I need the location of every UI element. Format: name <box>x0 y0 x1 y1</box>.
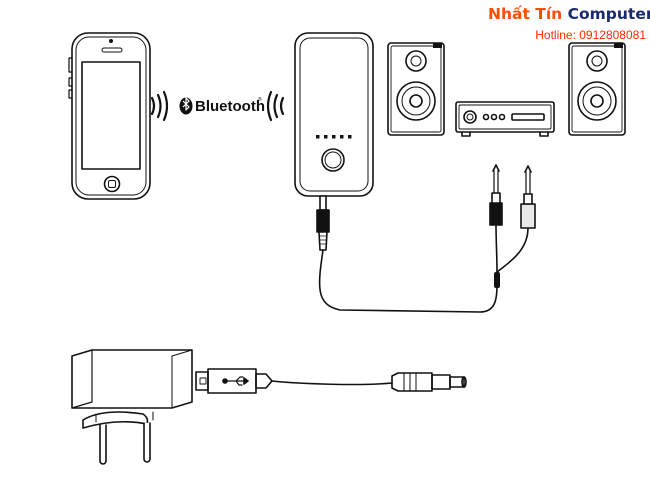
receiver-icon <box>294 32 374 197</box>
audio-cable-icon <box>316 164 536 313</box>
speaker-icon <box>387 42 445 136</box>
bluetooth-logo: Bluetooth ® <box>179 96 265 115</box>
amplifier-icon <box>455 101 555 137</box>
power-adapter-icon <box>71 349 193 465</box>
speaker-icon <box>568 42 626 136</box>
brand-name-part2: Tín <box>535 5 563 23</box>
signal-waves-right <box>266 90 285 122</box>
hotline-text: Hotline: 0912808081 <box>535 28 646 42</box>
phone-icon <box>68 32 151 200</box>
usb-icon <box>195 368 467 394</box>
bluetooth-registered-mark: ® <box>258 96 262 103</box>
signal-waves-left <box>150 90 169 122</box>
brand-name-part1: Nhất <box>488 5 530 23</box>
brand-name: Nhất Tín Computer <box>488 5 650 23</box>
bluetooth-label: Bluetooth <box>195 98 265 115</box>
brand-name-part3: Computer <box>567 5 650 23</box>
